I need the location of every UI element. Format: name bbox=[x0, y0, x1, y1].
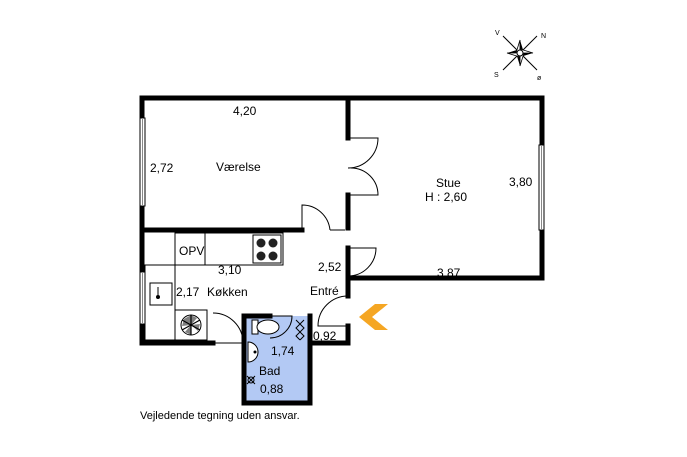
kitchen-counter-top bbox=[174, 232, 284, 266]
bad-dim-bottom: 0,88 bbox=[260, 382, 284, 396]
stove bbox=[252, 234, 282, 264]
doors bbox=[212, 137, 379, 344]
kitchen-fixtures bbox=[144, 232, 284, 341]
stove-burner-icon bbox=[268, 238, 278, 248]
compass-v-label: V bbox=[495, 30, 500, 37]
toilet-icon bbox=[251, 319, 280, 335]
vaerelse-name: Værelse bbox=[216, 160, 261, 174]
disclaimer-text: Vejledende tegning uden ansvar. bbox=[140, 410, 300, 422]
windows bbox=[139, 117, 545, 325]
entre-name: Entré bbox=[310, 284, 339, 298]
bathroom-fixtures bbox=[246, 319, 305, 385]
sink-icon bbox=[149, 282, 173, 306]
entre-dim-top: 2,52 bbox=[318, 260, 342, 274]
stue-dim-right: 3,80 bbox=[509, 175, 533, 189]
shower-tap-icon bbox=[246, 375, 256, 385]
compass-icon: N V S ø bbox=[494, 30, 546, 82]
kokken-dim-left: 2,17 bbox=[176, 285, 200, 299]
fan-icon bbox=[180, 314, 202, 336]
dishwasher bbox=[174, 309, 208, 341]
compass-s-label: S bbox=[494, 72, 499, 79]
bad-dim-top: 1,74 bbox=[271, 344, 295, 358]
stue-height: H : 2,60 bbox=[425, 190, 467, 204]
stove-burner-icon bbox=[256, 251, 266, 261]
opv-label: OPV bbox=[179, 244, 204, 258]
kokken-dim-top: 3,10 bbox=[218, 263, 242, 277]
stove-burner-icon bbox=[256, 238, 266, 248]
kitchen-counter-side bbox=[144, 264, 176, 341]
kokken-name: Køkken bbox=[207, 285, 248, 299]
washbasin-icon bbox=[247, 341, 259, 363]
vaerelse-dim-top: 4,20 bbox=[233, 104, 257, 118]
compass-n-label: N bbox=[541, 33, 546, 40]
stue-name: Stue bbox=[436, 176, 461, 190]
stove-burner-icon bbox=[268, 251, 278, 261]
shower-drain-icon bbox=[295, 319, 305, 341]
entre-dim-bottom: 0,92 bbox=[313, 329, 337, 343]
entrance-arrow-icon bbox=[359, 304, 388, 330]
compass-o-label: ø bbox=[537, 75, 542, 82]
vaerelse-dim-left: 2,72 bbox=[150, 161, 174, 175]
stue-dim-bottom: 3,87 bbox=[437, 266, 461, 280]
bad-name: Bad bbox=[259, 364, 280, 378]
